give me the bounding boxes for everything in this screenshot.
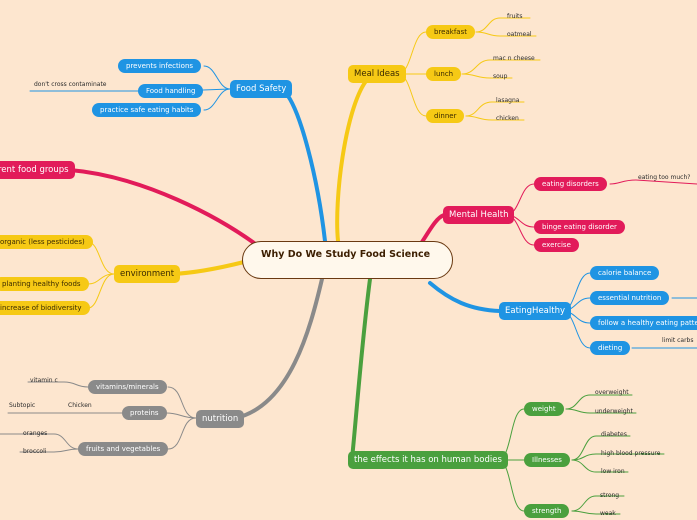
leaf-strong[interactable]: strong	[600, 492, 620, 499]
topic-follow-healthy-pattern[interactable]: follow a healthy eating patte	[590, 316, 697, 330]
topic-exercise[interactable]: exercise	[534, 238, 579, 252]
leaf-fruits[interactable]: fruits	[507, 13, 523, 20]
leaf-limit-carbs[interactable]: limit carbs	[662, 337, 694, 344]
topic-dinner[interactable]: dinner	[426, 109, 465, 123]
leaf-weak[interactable]: weak	[600, 510, 616, 517]
topic-food-handling[interactable]: Food handling	[138, 84, 204, 98]
topic-dieting[interactable]: dieting	[590, 341, 631, 355]
central-topic-title: Why Do We Study Food Science	[261, 249, 431, 260]
topic-organic[interactable]: organic (less pesticides)	[0, 235, 93, 249]
leaf-mac-n-cheese[interactable]: mac n cheese	[493, 55, 535, 62]
topic-strength[interactable]: strength	[524, 504, 570, 518]
topic-breakfast[interactable]: breakfast	[426, 25, 475, 39]
leaf-high-blood-pressure[interactable]: high blood pressure	[601, 450, 661, 457]
leaf-broccoli[interactable]: broccoli	[23, 448, 47, 455]
leaf-oatmeal[interactable]: oatmeal	[507, 31, 532, 38]
branch-effects-on-bodies[interactable]: the effects it has on human bodies	[348, 451, 508, 469]
leaf-low-iron[interactable]: low iron	[601, 468, 625, 475]
topic-binge-eating[interactable]: binge eating disorder	[534, 220, 625, 234]
leaf-oranges[interactable]: oranges	[23, 430, 48, 437]
topic-illnesses[interactable]: Illnesses	[524, 453, 570, 467]
branch-environment[interactable]: environment	[114, 265, 181, 283]
leaf-underweight[interactable]: underweight	[595, 408, 633, 415]
leaf-overweight[interactable]: overweight	[595, 389, 629, 396]
leaf-lasagna[interactable]: lasagna	[496, 97, 520, 104]
leaf-vitamin-c[interactable]: vitamin c	[30, 377, 58, 384]
topic-planting-healthy-foods[interactable]: planting healthy foods	[0, 277, 89, 291]
branch-mental-health[interactable]: Mental Health	[443, 206, 515, 224]
leaf-subtopic[interactable]: Subtopic	[9, 402, 36, 409]
topic-proteins[interactable]: proteins	[122, 406, 167, 420]
topic-weight[interactable]: weight	[524, 402, 564, 416]
leaf-soup[interactable]: soup	[493, 73, 508, 80]
leaf-chicken[interactable]: chicken	[496, 115, 519, 122]
topic-practice-safe-eating[interactable]: practice safe eating habits	[92, 103, 202, 117]
topic-essential-nutrition[interactable]: essential nutrition	[590, 291, 670, 305]
branch-food-safety[interactable]: Food Safety	[230, 80, 293, 98]
topic-vitamins-minerals[interactable]: vitamins/minerals	[88, 380, 167, 394]
leaf-dont-cross-contaminate[interactable]: don't cross contaminate	[34, 81, 107, 88]
leaf-chicken-protein[interactable]: Chicken	[68, 402, 92, 409]
topic-fruits-and-vegetables[interactable]: fruits and vegetables	[78, 442, 169, 456]
topic-lunch[interactable]: lunch	[426, 67, 462, 81]
branch-food-groups[interactable]: rent food groups	[0, 161, 75, 179]
branch-meal-ideas[interactable]: Meal Ideas	[348, 65, 406, 83]
topic-increase-biodiversity[interactable]: increase of biodiversity	[0, 301, 90, 315]
topic-prevents-infections[interactable]: prevents infections	[118, 59, 202, 73]
leaf-diabetes[interactable]: diabetes	[601, 431, 627, 438]
topic-eating-disorders[interactable]: eating disorders	[534, 177, 607, 191]
branch-eating-healthy[interactable]: EatingHealthy	[499, 302, 571, 320]
topic-calorie-balance[interactable]: calorie balance	[590, 266, 660, 280]
central-topic[interactable]: Why Do We Study Food Science	[242, 241, 453, 279]
branch-nutrition[interactable]: nutrition	[196, 410, 245, 428]
leaf-eating-too-much[interactable]: eating too much?	[638, 174, 691, 181]
